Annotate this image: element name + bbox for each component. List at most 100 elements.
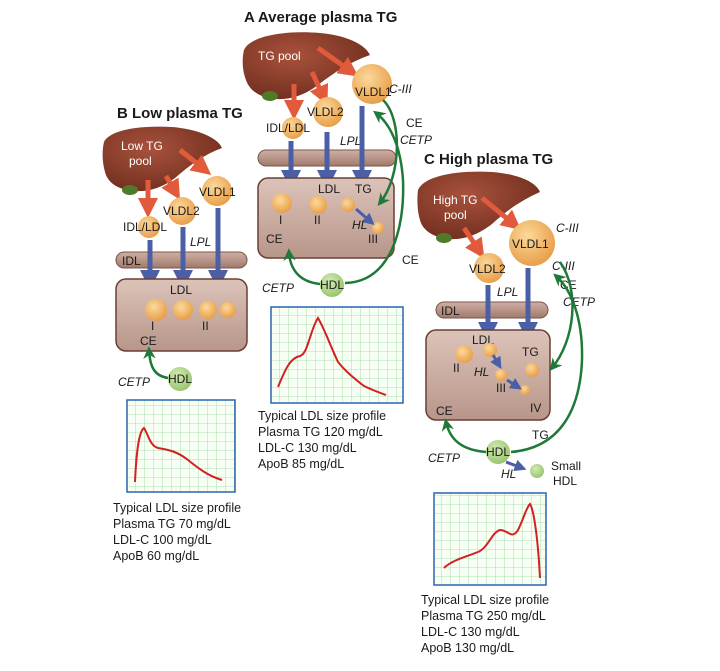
- subclass-ii-label: II: [453, 361, 460, 375]
- tg-pool-label: TG pool: [258, 49, 301, 63]
- liver-icon: [417, 171, 540, 240]
- ce-inside-label: CE: [436, 404, 453, 418]
- caption-line: LDL-C 100 mg/dL: [113, 533, 212, 547]
- hdl-label: HDL: [320, 278, 344, 292]
- tg-transfer-arrow: [549, 261, 574, 371]
- caption-line: Plasma TG 120 mg/dL: [258, 425, 383, 439]
- ldl-particle: [525, 363, 539, 377]
- small-hdl-particle: [530, 464, 544, 478]
- panel-b: B Low plasma TG Low TG pool VLDL1 VLDL2 …: [102, 105, 248, 563]
- hl-arrow: [490, 354, 502, 370]
- idl-ldl-label: IDL/LDL: [123, 220, 167, 234]
- vldl1-label: VLDL1: [355, 85, 392, 99]
- vldl1-label: VLDL1: [512, 237, 549, 251]
- chart-frame: [126, 399, 236, 493]
- ce-transfer-arrow: [283, 248, 321, 286]
- ce-transfer-arrow: [143, 346, 169, 380]
- cetp-label: CETP: [118, 375, 150, 389]
- tg-label: TG: [355, 182, 372, 196]
- panel-a-title: A Average plasma TG: [244, 9, 397, 26]
- subclass-ii-label: II: [202, 319, 209, 333]
- vldl1-label: VLDL1: [199, 185, 236, 199]
- liver-icon: [102, 126, 222, 192]
- hdl-label: HDL: [486, 445, 510, 459]
- high-tg-pool-label: pool: [444, 208, 467, 222]
- gallbladder-icon: [262, 91, 278, 101]
- gallbladder-icon: [122, 185, 138, 195]
- cetp-label: CETP: [563, 295, 595, 309]
- high-tg-pool-label: High TG: [433, 193, 477, 207]
- ldl-particle: [483, 343, 497, 357]
- hl-arrow: [355, 207, 375, 226]
- vldl1-particle: [352, 64, 392, 104]
- hdl-particle: [168, 367, 192, 391]
- ldl-i-particle: [272, 193, 292, 213]
- ldl-iii-particle: [495, 369, 507, 381]
- vldl1-particle: [509, 220, 555, 266]
- lpl-label: LPL: [340, 134, 361, 148]
- liver-icon: [242, 32, 370, 100]
- ce-inside-label: CE: [140, 334, 157, 348]
- ce-right-label: CE: [402, 253, 419, 267]
- caption-line: Plasma TG 70 mg/dL: [113, 517, 231, 531]
- cetp-bottom-label: CETP: [262, 281, 294, 295]
- secretion-arrow: [309, 70, 329, 106]
- cetp-label: CETP: [428, 451, 460, 465]
- tg-label: TG: [522, 345, 539, 359]
- ldl-label: LDL: [170, 283, 192, 297]
- ldl-iv-particle: [520, 385, 530, 395]
- vessel-bar: [435, 301, 549, 319]
- hl-arrow: [505, 459, 527, 472]
- vldl2-particle: [313, 97, 343, 127]
- low-tg-pool-label: Low TG: [121, 139, 163, 153]
- caption-line: ApoB 130 mg/dL: [421, 641, 514, 655]
- hl-label: HL: [474, 365, 489, 379]
- hdl-label: HDL: [168, 372, 192, 386]
- lpl-label: LPL: [497, 285, 518, 299]
- ce-label: CE: [406, 116, 423, 130]
- hl-arrow: [506, 378, 523, 390]
- ldl-particle: [220, 302, 236, 318]
- small-hdl-label: Small: [551, 459, 581, 473]
- ldl-ii-particle: [455, 345, 473, 363]
- vldl2-particle: [474, 253, 504, 283]
- ldl-iii-particle: [372, 222, 384, 234]
- caption-line: Plasma TG 250 mg/dL: [421, 609, 546, 623]
- cetp-exchange-arrow: [344, 110, 405, 285]
- low-tg-pool-label: pool: [129, 154, 152, 168]
- ldl-ii-particle: [309, 196, 327, 214]
- c3-top-label: C-III: [556, 221, 579, 235]
- panel-c-title: C High plasma TG: [424, 151, 553, 168]
- caption-line: LDL-C 130 mg/dL: [258, 441, 357, 455]
- caption-line: Typical LDL size profile: [113, 501, 241, 515]
- panel-a: A Average plasma TG TG pool VLDL1 C-III …: [242, 9, 432, 471]
- ldl-i-particle: [145, 299, 167, 321]
- secretion-arrow: [480, 196, 522, 231]
- caption-line: ApoB 85 mg/dL: [258, 457, 344, 471]
- gallbladder-icon: [436, 233, 452, 243]
- small-hdl-label: HDL: [553, 474, 577, 488]
- subclass-iv-label: IV: [530, 401, 541, 415]
- caption-line: Typical LDL size profile: [421, 593, 549, 607]
- caption-line: ApoB 60 mg/dL: [113, 549, 199, 563]
- idl-ldl-particle: [282, 117, 304, 139]
- lpl-label: LPL: [190, 235, 211, 249]
- ldl-particle: [341, 198, 355, 212]
- subclass-i-label: I: [279, 213, 282, 227]
- ce-transfer-arrow: [441, 418, 487, 454]
- idl-ldl-label: IDL/LDL: [266, 121, 310, 135]
- caption-line: LDL-C 130 mg/dL: [421, 625, 520, 639]
- c3-label: C-III: [389, 82, 412, 96]
- panel-b-title: B Low plasma TG: [117, 105, 243, 122]
- idl-label: IDL: [441, 304, 460, 318]
- idl-label: IDL: [122, 254, 141, 268]
- plasma-compartment: [257, 177, 395, 259]
- hl-label: HL: [352, 218, 367, 232]
- ldl-ii-particle: [199, 301, 217, 319]
- vldl2-particle: [168, 197, 196, 225]
- ldl-size-curve: [443, 502, 541, 579]
- subclass-ii-label: II: [314, 213, 321, 227]
- subclass-iii-label: III: [368, 232, 378, 246]
